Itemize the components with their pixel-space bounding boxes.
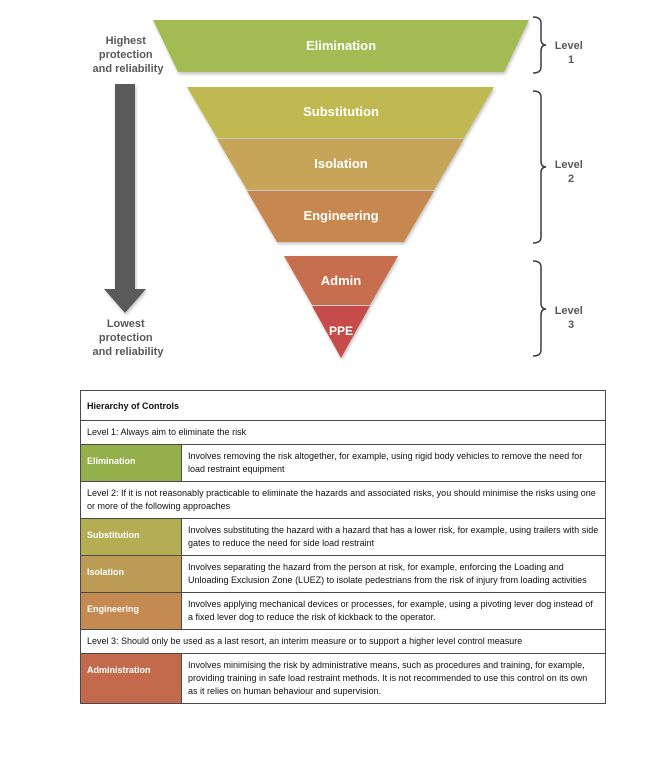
- table-row: Substitution Involves substituting the h…: [80, 518, 606, 556]
- control-description-engineering: Involves applying mechanical devices or …: [181, 592, 606, 630]
- table-title: Hierarchy of Controls: [80, 390, 606, 421]
- hierarchy-of-controls-table: Hierarchy of Controls Level 1: Always ai…: [80, 390, 606, 704]
- level-1-row: Level 1: Always aim to eliminate the ris…: [80, 420, 606, 445]
- tier-label-engineering: Engineering: [303, 208, 378, 223]
- tier-label-elimination: Elimination: [306, 38, 376, 53]
- tier-ppe: PPE: [312, 306, 370, 358]
- control-name-isolation: Isolation: [80, 555, 182, 593]
- tier-shape-substitution: [187, 87, 494, 138]
- control-name-administration: Administration: [80, 653, 182, 704]
- level-3-text: Level 3: Should only be used as a last r…: [80, 629, 606, 654]
- level-3-row: Level 3: Should only be used as a last r…: [80, 629, 606, 654]
- control-name-engineering: Engineering: [80, 592, 182, 630]
- tier-label-isolation: Isolation: [314, 156, 368, 171]
- level-2-row: Level 2: If it is not reasonably practic…: [80, 481, 606, 519]
- tier-shape-elimination: [153, 20, 529, 72]
- bracket-line-level-3: [532, 260, 547, 357]
- level-3-label: Level 3: [555, 301, 588, 331]
- tier-shape-engineering: [247, 191, 434, 242]
- tier-label-ppe: PPE: [329, 324, 353, 338]
- table-row: Elimination Involves removing the risk a…: [80, 444, 606, 482]
- level-1-text: Level 1: Always aim to eliminate the ris…: [80, 420, 606, 445]
- bracket-line-level-1: [532, 16, 547, 74]
- level-2-bracket: [532, 90, 547, 244]
- tier-isolation: Isolation: [217, 139, 464, 190]
- bracket-line-level-2: [532, 90, 547, 244]
- level-2-text: Level 2: If it is not reasonably practic…: [80, 481, 606, 519]
- control-description-administration: Involves minimising the risk by administ…: [181, 653, 606, 704]
- control-description-isolation: Involves separating the hazard from the …: [181, 555, 606, 593]
- tier-engineering: Engineering: [247, 191, 434, 242]
- table-row: Engineering Involves applying mechanical…: [80, 592, 606, 630]
- down-arrow-icon: [104, 84, 146, 313]
- control-name-elimination: Elimination: [80, 444, 182, 482]
- tier-elimination: Elimination: [153, 20, 529, 72]
- table-title-row: Hierarchy of Controls: [80, 390, 606, 421]
- arrow-head: [104, 289, 146, 313]
- level-2-label: Level 2: [555, 155, 588, 185]
- tier-label-substitution: Substitution: [303, 104, 379, 119]
- tier-shape-isolation: [217, 139, 464, 190]
- highest-protection-label: Highest protection and reliability: [93, 31, 165, 75]
- tier-shape-admin: [284, 256, 398, 305]
- tier-admin: Admin: [284, 256, 398, 305]
- level-3-bracket: [532, 260, 547, 357]
- lowest-protection-label: Lowest protection and reliability: [93, 314, 165, 358]
- control-description-substitution: Involves substituting the hazard with a …: [181, 518, 606, 556]
- level-1-bracket: [532, 16, 547, 74]
- table-row: Isolation Involves separating the hazard…: [80, 555, 606, 593]
- control-description-elimination: Involves removing the risk altogether, f…: [181, 444, 606, 482]
- arrow-shaft: [115, 84, 135, 291]
- tier-shape-ppe: [312, 306, 370, 358]
- control-name-substitution: Substitution: [80, 518, 182, 556]
- hierarchy-of-controls-diagram: Highest protection and reliability Lowes…: [93, 16, 588, 358]
- level-1-label: Level 1: [555, 36, 588, 66]
- tier-substitution: Substitution: [187, 87, 494, 138]
- tier-label-admin: Admin: [321, 273, 362, 288]
- table-row: Administration Involves minimising the r…: [80, 653, 606, 704]
